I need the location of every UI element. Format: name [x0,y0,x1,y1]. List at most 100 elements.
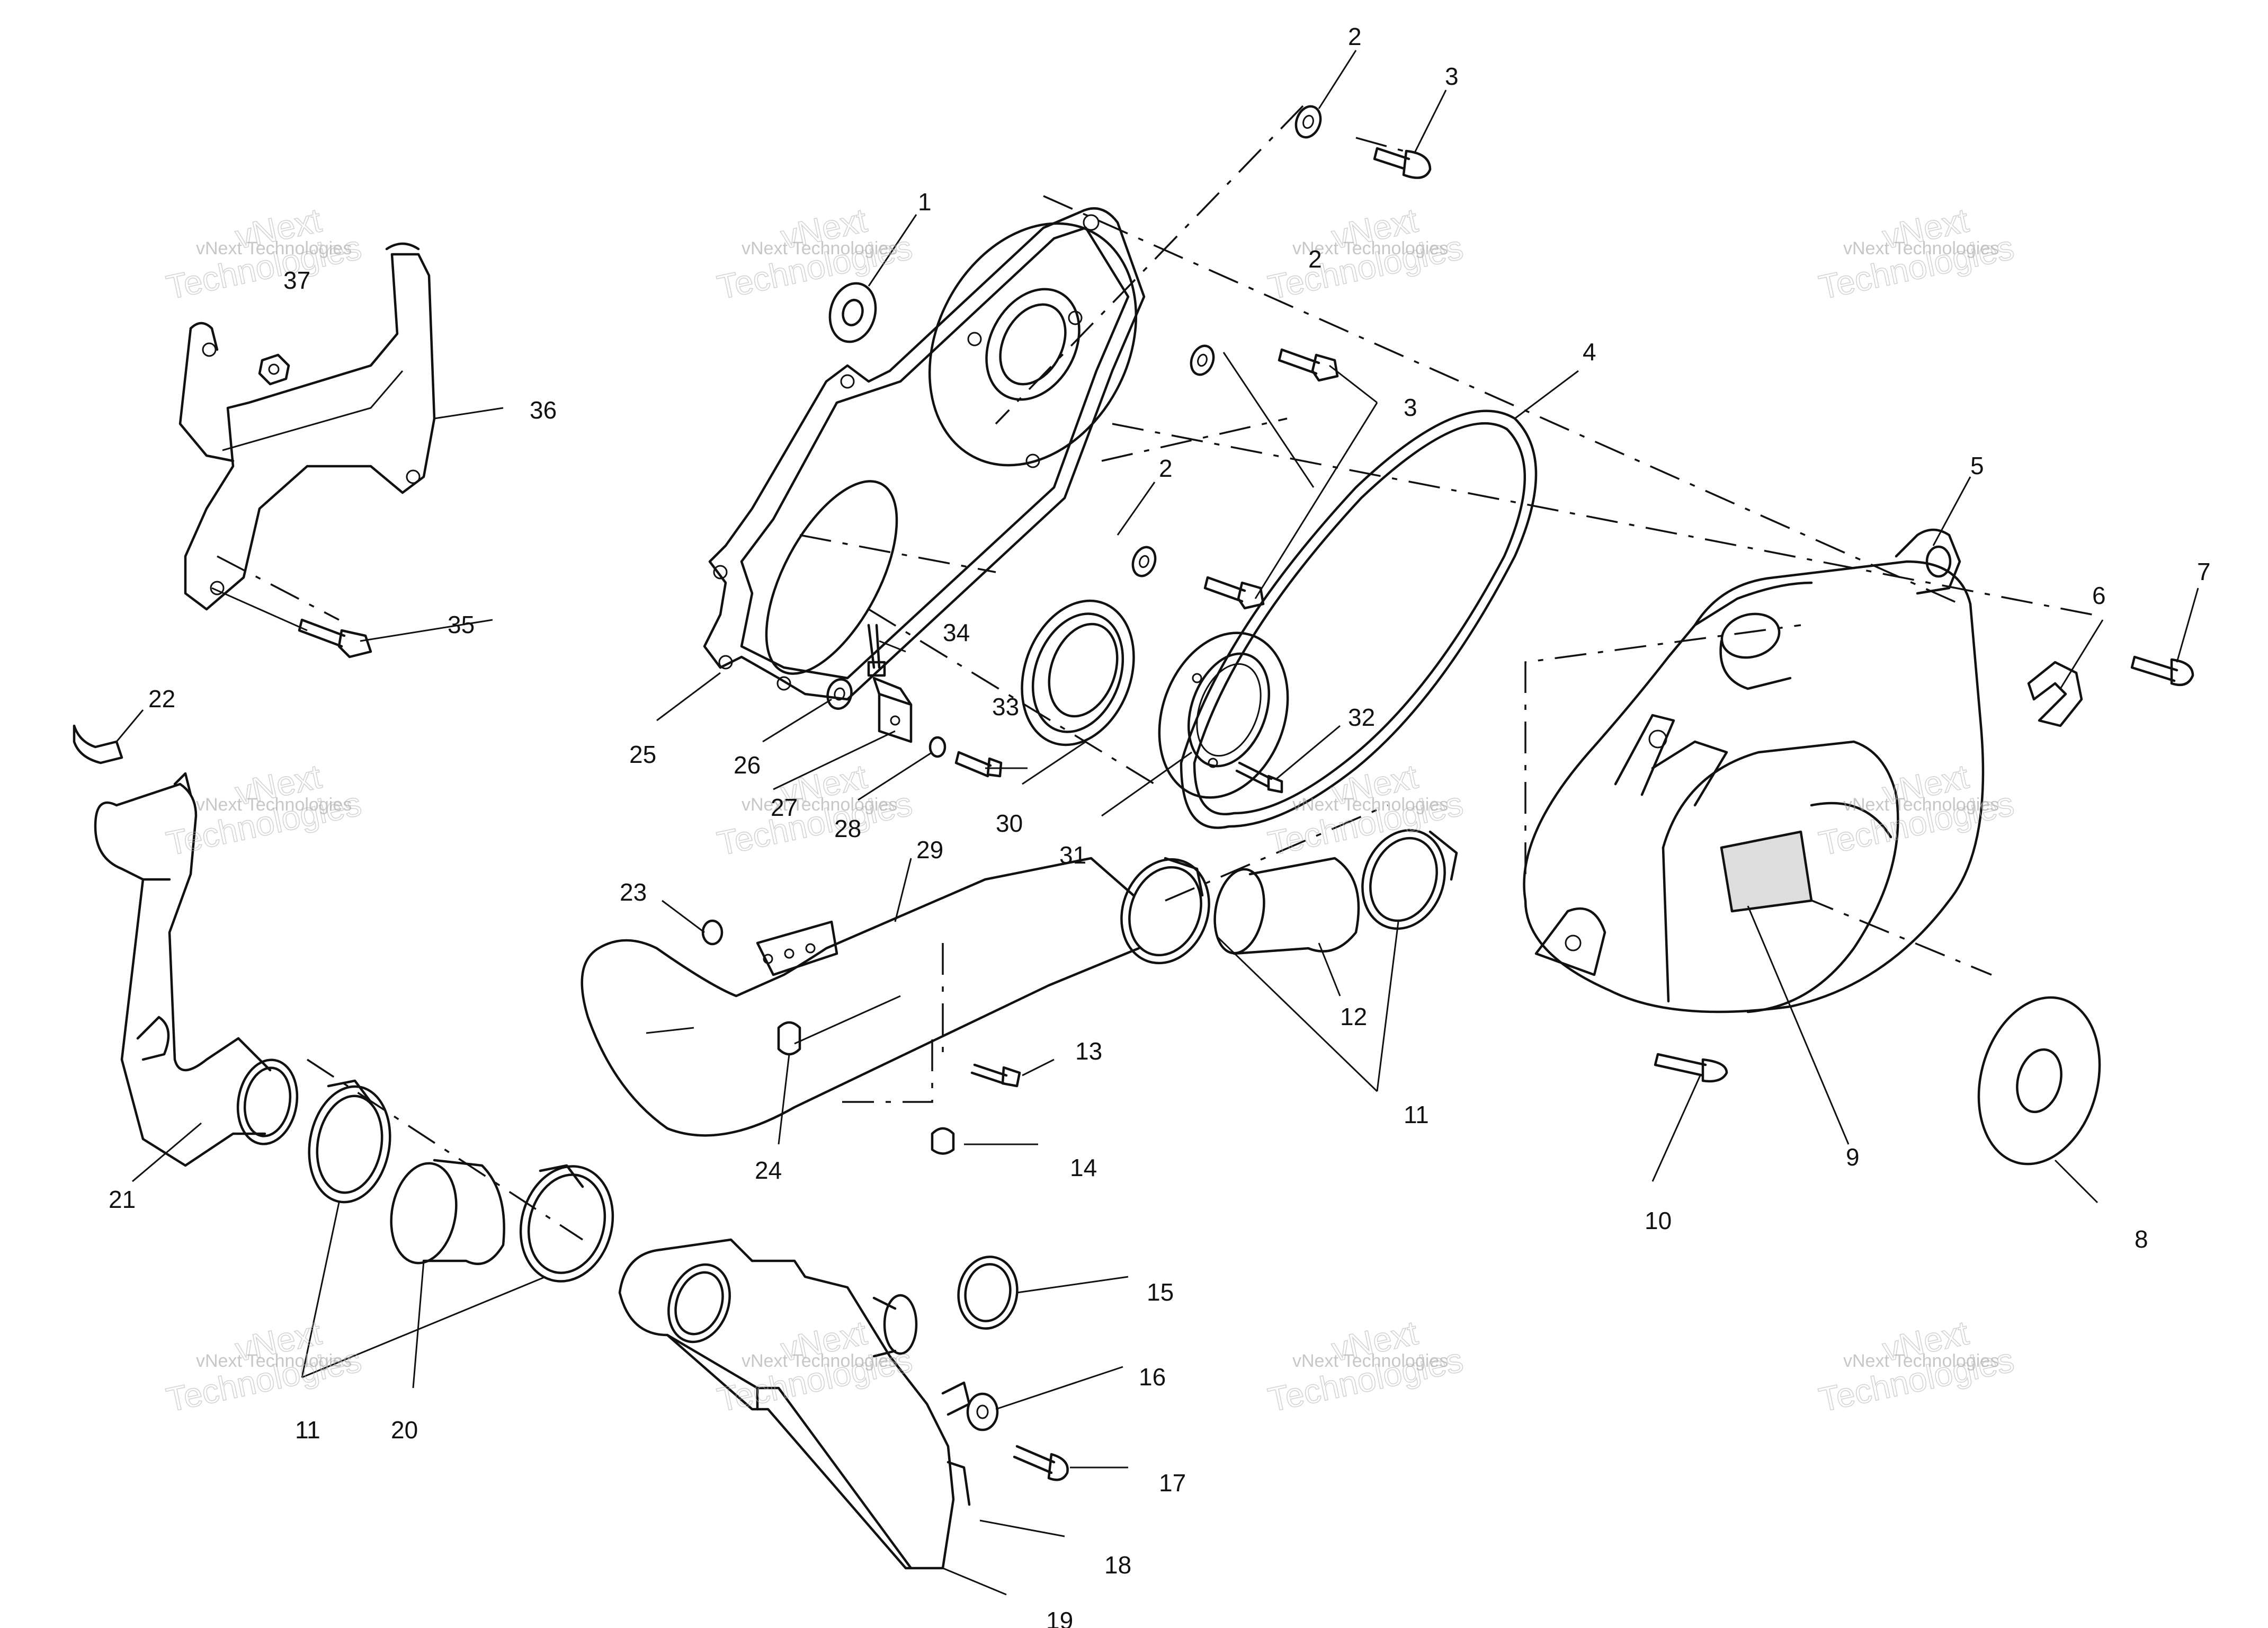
inner-cover-25 [703,207,1146,701]
callout-label: 37 [283,266,310,294]
bolt-3-mid [1278,348,1339,382]
callout-label: 10 [1645,1207,1672,1234]
callout-label: 36 [530,396,557,424]
clip-6 [2027,661,2083,727]
callout-label: 25 [629,741,656,768]
screw-10 [1654,1053,1728,1083]
alignment-lines [217,105,2093,1241]
callout-label: 13 [1075,1037,1102,1065]
callout-label: 28 [834,815,861,842]
callout-label: 14 [1070,1154,1097,1181]
drive-belt-4 [1180,410,1538,829]
callout-label: 8 [2135,1225,2148,1253]
leader-lines [115,50,2199,1596]
watermark-text: vNext Technologies [742,795,897,815]
duct-29 [581,857,1140,1137]
clamp-15 [957,1256,1019,1330]
callout-label: 4 [1583,338,1596,366]
callout-label: 29 [916,836,943,864]
sleeve-20 [390,1159,505,1265]
watermark-text: vNext Technologies [742,1351,897,1371]
washer-2-low [1131,546,1157,577]
callout-label: 2 [1348,23,1362,50]
callout-label: 3 [1445,63,1459,90]
watermark-text: vNext Technologies [1292,795,1448,815]
watermark-text: vNext Technologies [196,238,352,259]
clamp-11-left-b [519,1164,614,1283]
washer-2-mid [1190,344,1215,376]
clamp-11-left-a [308,1079,391,1204]
callout-label: 21 [109,1186,136,1213]
callout-label: 2 [1159,455,1173,482]
plate-31 [1158,631,1289,799]
callout-label: 9 [1846,1143,1860,1171]
washer-1 [828,282,877,343]
callout-label: 23 [620,878,647,906]
watermark-text: vNext Technologies [1292,1351,1448,1371]
callout-label: 12 [1340,1003,1367,1030]
bracket-36 [178,242,436,631]
callout-label: 6 [2092,582,2106,609]
screw-34 [867,624,886,677]
callout-label: 35 [448,611,475,638]
watermark-text: vNext Technologies [196,1351,352,1371]
air-box-19 [618,1238,971,1570]
callout-label: 22 [148,685,175,713]
screw-13 [970,1063,1021,1088]
callout-label: 19 [1046,1607,1073,1628]
outer-cover-5 [1523,528,1985,1013]
callout-label: 1 [918,188,932,216]
washer-28 [928,736,947,758]
seal-30 [1021,599,1135,746]
screw-3-top [1373,147,1432,179]
callout-label: 20 [391,1416,418,1444]
callout-label: 7 [2197,558,2211,585]
callout-label: 18 [1104,1551,1131,1579]
callout-label: 3 [1404,394,1417,421]
screw-17 [1013,1445,1069,1481]
callout-label: 16 [1139,1363,1166,1391]
callout-label: 33 [992,693,1019,720]
bolt-35 [298,618,372,659]
bolt-33 [954,751,1003,778]
gasket-8 [1977,996,2101,1166]
callout-label: 34 [943,619,970,646]
callout-label: 2 [1308,245,1322,273]
watermark-text: vNext Technologies [1292,238,1448,259]
washer-2-top [1294,105,1322,139]
watermark-text: vNext Technologies [196,795,352,815]
duct-21 [94,772,299,1167]
callout-labels: 1 2 2 2 3 3 4 5 6 7 8 9 10 11 11 11 12 1… [109,23,2211,1628]
clip-14 [931,1127,955,1155]
screw-7 [2130,655,2194,687]
clamp-11-upper-a [1120,857,1210,965]
callout-label: 24 [755,1156,782,1184]
callout-label: 30 [996,809,1023,837]
callout-label: 5 [1970,452,1984,479]
watermark-text: vNext Technologies [1843,238,1999,259]
callout-label: 32 [1348,704,1375,731]
watermark-text: vNext Technologies [1843,1351,1999,1371]
watermarks: vNext Technologies Technologies vNext vN… [163,200,2017,1419]
nut-37 [258,353,290,386]
watermark-text: vNext Technologies [1843,795,1999,815]
bolt-3-low [1203,576,1265,610]
callout-label: 26 [734,751,761,779]
washer-23 [701,919,724,946]
callout-label: 27 [771,794,798,821]
clamp-11-upper-b [1361,829,1458,930]
callout-label: 31 [1059,841,1086,869]
watermark-text: vNext Technologies [742,238,897,259]
plug-22 [73,724,123,764]
callout-label: 11 [1404,1101,1429,1128]
callout-label: 11 [295,1416,320,1444]
screw-32 [1235,761,1283,794]
clip-27 [872,677,913,743]
callout-label: 17 [1159,1469,1186,1497]
clip-24 [777,1021,801,1056]
washer-26 [826,678,853,710]
callout-label: 15 [1147,1278,1174,1306]
washer-16 [966,1392,999,1431]
callout-label: 11 [295,1416,320,1444]
